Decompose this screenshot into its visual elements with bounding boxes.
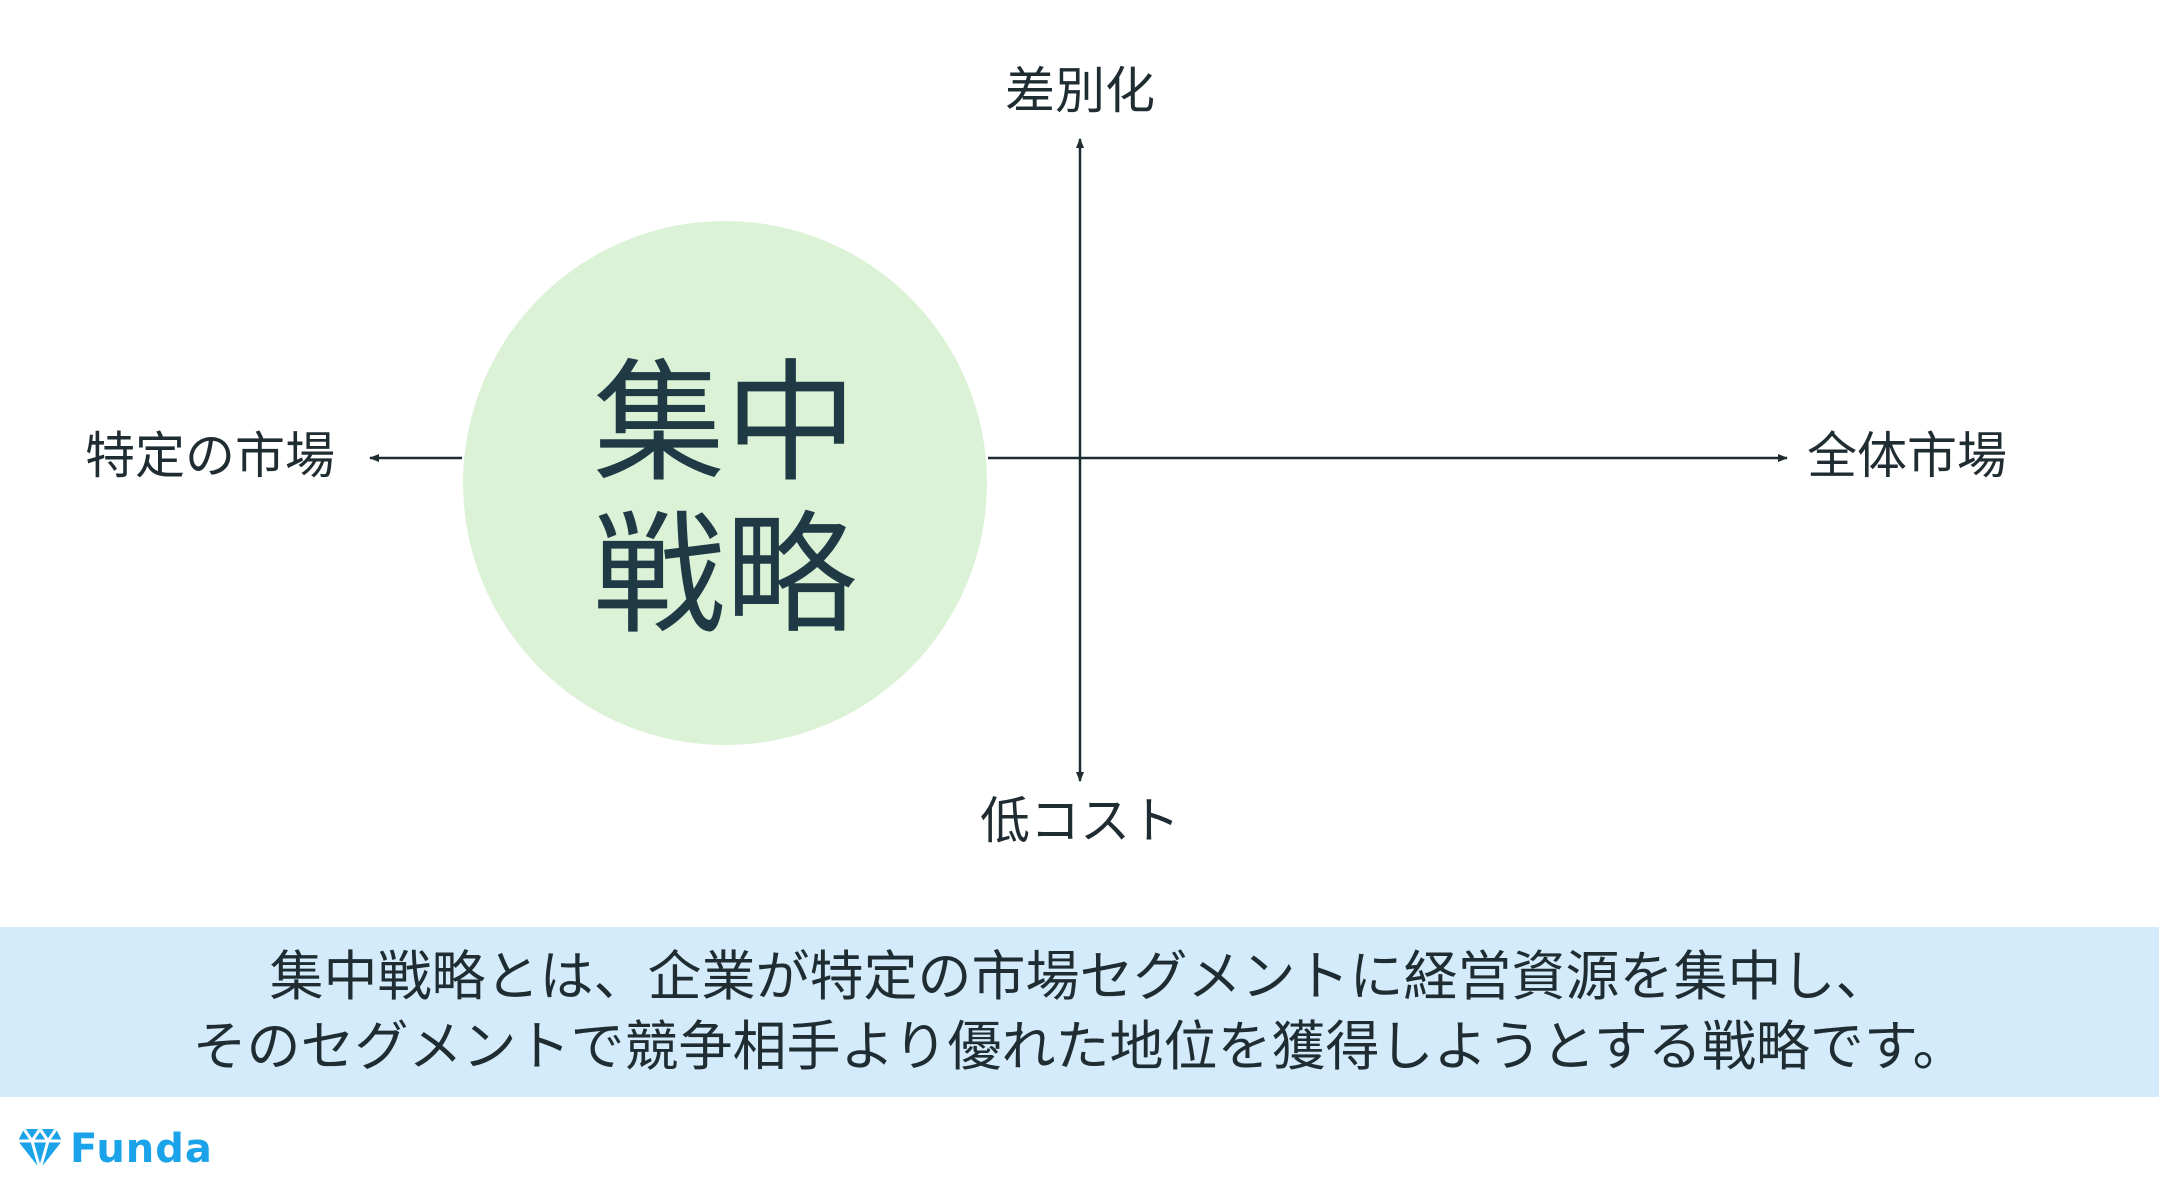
circle-title-line2: 戦略 xyxy=(593,499,857,653)
circle-title-line1: 集中 xyxy=(593,347,857,501)
axis-label-left: 特定の市場 xyxy=(85,427,335,485)
banner-line2: そのセグメントで競争相手より優れた地位を獲得しようとする戦略です。 xyxy=(192,1015,1967,1078)
axis-label-top: 差別化 xyxy=(1005,62,1155,120)
banner-line1: 集中戦略とは、企業が特定の市場セグメントに経営資源を集中し、 xyxy=(269,944,1890,1008)
logo-text: Funda xyxy=(70,1126,213,1172)
focus-circle xyxy=(463,221,987,745)
axis-label-right: 全体市場 xyxy=(1807,427,2007,485)
axis-label-bottom: 低コスト xyxy=(980,792,1180,850)
diamond-icon xyxy=(18,1127,62,1171)
description-banner: 集中戦略とは、企業が特定の市場セグメントに経営資源を集中し、 そのセグメントで競… xyxy=(0,927,2159,1097)
brand-logo: Funda xyxy=(16,1126,213,1172)
